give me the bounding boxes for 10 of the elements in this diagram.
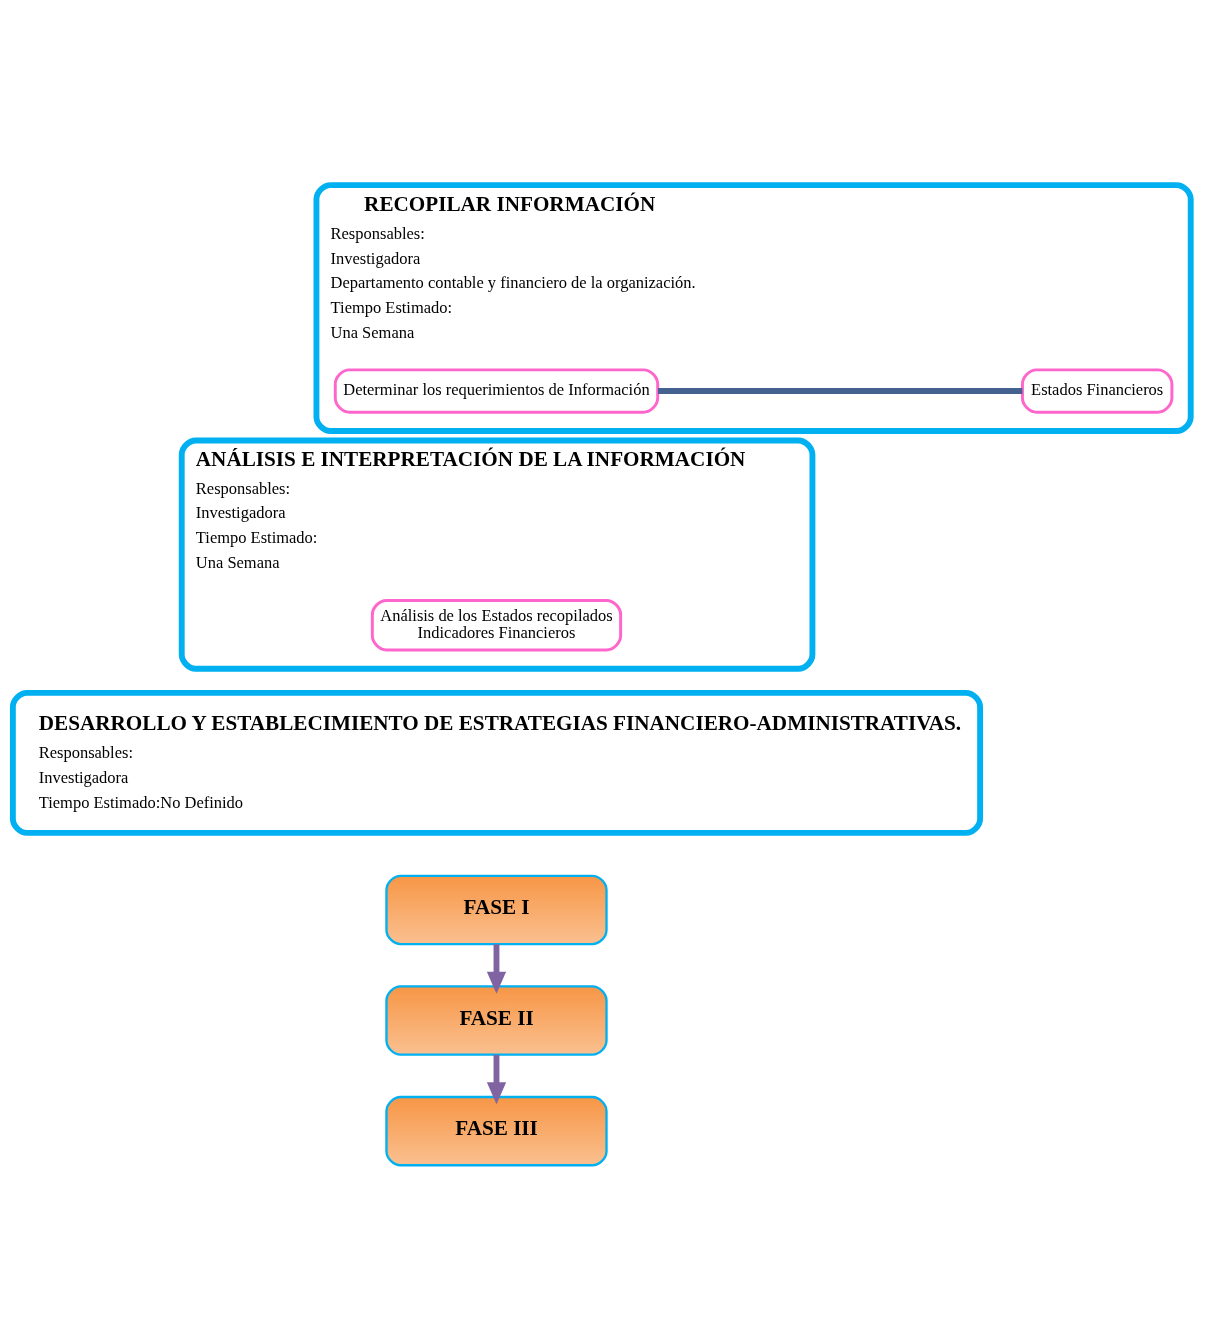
- arrow: [486, 1054, 507, 1104]
- node-box: FASE II: [385, 984, 608, 1056]
- node-box: FASE III: [385, 1095, 608, 1166]
- node-box: DESARROLLO Y ESTABLECIMIENTO DE ESTRATEGIAS FINANCIERO-ADMINISTRATIVAS. Responsables: Investigadora Tiempo Estimado:No Definido: [9, 689, 984, 836]
- node-box: Determinar los requerimientos de Información: [333, 367, 660, 414]
- arrow: [486, 943, 507, 994]
- node-box: Análisis de los Estados recopilados Indicadores Financieros: [370, 598, 623, 651]
- node-box: FASE I: [385, 874, 608, 945]
- node-box: Estados Financieros: [1021, 367, 1174, 414]
- connector: [658, 387, 1023, 394]
